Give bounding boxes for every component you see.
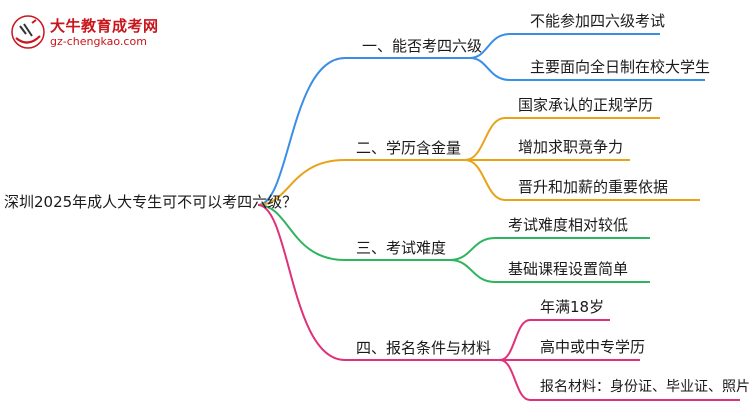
logo-url: gz-chengkao.com bbox=[50, 35, 147, 48]
connector-root-branch1 bbox=[257, 57, 346, 206]
connector-b3-c2 bbox=[449, 259, 496, 283]
leaf-4-3: 报名材料：身份证、毕业证、照片等 bbox=[540, 379, 750, 395]
root-topic: 深圳2025年成人大专生可不可以考四六级？ bbox=[4, 193, 298, 211]
leaf-3-1: 考试难度相对较低 bbox=[508, 216, 629, 234]
connector-root-branch3 bbox=[257, 204, 346, 261]
connector-root-branch4 bbox=[257, 204, 346, 361]
logo-title: 大牛教育成考网 bbox=[50, 17, 159, 35]
leaf-4-2: 高中或中专学历 bbox=[540, 338, 646, 356]
logo-mark-icon bbox=[11, 15, 45, 49]
leaf-2-1: 国家承认的正规学历 bbox=[518, 96, 654, 114]
branch-1-label: 一、能否考四六级 bbox=[362, 37, 483, 55]
branch-3-label: 三、考试难度 bbox=[356, 239, 447, 257]
connector-b3-c1 bbox=[449, 237, 496, 261]
site-logo[interactable]: 大牛教育成考网 gz-chengkao.com bbox=[10, 14, 170, 54]
connector-b4-c1 bbox=[499, 319, 531, 361]
branch-4-label: 四、报名条件与材料 bbox=[356, 339, 492, 357]
connector-root-branch2 bbox=[257, 159, 346, 206]
leaf-2-2: 增加求职竞争力 bbox=[518, 138, 624, 156]
connector-b4-c3 bbox=[499, 359, 531, 401]
connector-b1-c1 bbox=[469, 33, 511, 59]
leaf-2-3: 晋升和加薪的重要依据 bbox=[518, 178, 669, 196]
leaf-1-2: 主要面向全日制在校大学生 bbox=[530, 58, 711, 76]
connector-b1-c2 bbox=[469, 57, 511, 81]
leaf-1-1: 不能参加四六级考试 bbox=[530, 12, 666, 30]
leaf-3-2: 基础课程设置简单 bbox=[508, 260, 629, 278]
connector-b2-c1 bbox=[464, 117, 506, 161]
leaf-4-1: 年满18岁 bbox=[540, 298, 605, 316]
branch-2-label: 二、学历含金量 bbox=[356, 139, 462, 157]
connector-b2-c3 bbox=[464, 159, 506, 201]
